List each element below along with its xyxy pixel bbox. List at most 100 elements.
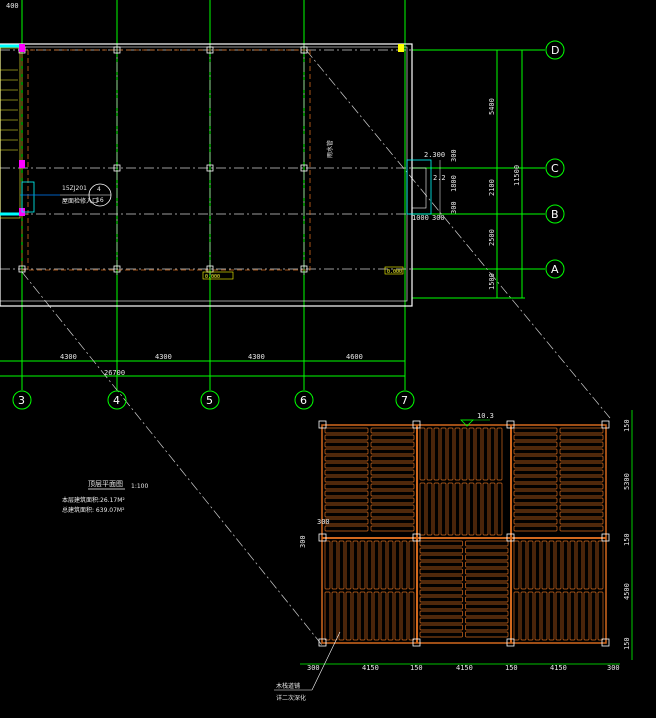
drawing-title: 顶层平面图 — [88, 480, 123, 488]
deck-plank — [559, 427, 604, 434]
deck-plank — [559, 469, 604, 476]
deck-plank — [370, 434, 415, 441]
deck-plank — [465, 540, 509, 547]
axis-label-7: 7 — [401, 394, 408, 407]
deck-plank — [331, 540, 338, 590]
drawing-scale: 1:100 — [131, 483, 148, 490]
deck-plank — [513, 476, 558, 483]
deck-dimension-lines — [300, 410, 633, 665]
deck-plank — [345, 540, 352, 590]
deck-plank — [465, 554, 509, 561]
right-axis-bubbles — [545, 40, 565, 279]
deck-plank — [370, 511, 415, 518]
dim-bottom-2: 4300 — [155, 353, 172, 361]
deck-plank — [520, 540, 527, 590]
deck-bottom-dim-1: 300 — [307, 664, 320, 672]
deck-plank — [380, 591, 387, 641]
deck-plank — [513, 441, 558, 448]
deck-plank — [324, 483, 369, 490]
deck-top-mark: 10.3 — [477, 412, 494, 420]
deck-plank — [324, 490, 369, 497]
deck-note-2: 详二次深化 — [276, 694, 306, 702]
deck-plank — [454, 427, 461, 481]
deck-plank — [465, 603, 509, 610]
window-dim-side-c: 300 — [450, 201, 458, 214]
deck-plank — [370, 462, 415, 469]
deck-plank — [559, 504, 604, 511]
deck-plank — [513, 434, 558, 441]
deck-plank — [465, 582, 509, 589]
axis-label-B: B — [551, 208, 559, 221]
building-outline — [0, 43, 413, 307]
deck-plank — [559, 434, 604, 441]
deck-plank — [562, 540, 569, 590]
ref-code: 15ZJ201 — [62, 185, 87, 192]
deck-plank — [576, 540, 583, 590]
deck-plank — [548, 540, 555, 590]
deck-plank — [559, 518, 604, 525]
deck-plank — [465, 575, 509, 582]
deck-right-dim-2: 5300 — [623, 473, 631, 490]
deck-plank — [559, 448, 604, 455]
deck-plank — [597, 540, 604, 590]
deck-plank — [324, 427, 369, 434]
deck-plank — [419, 603, 463, 610]
deck-plank — [408, 591, 415, 641]
roof-inner-outline — [21, 49, 311, 271]
deck-bottom-dims: 300 4150 150 4150 150 4150 300 — [307, 664, 620, 672]
deck-plank — [590, 540, 597, 590]
deck-plank — [419, 596, 463, 603]
deck-plank — [562, 591, 569, 641]
deck-left-dim-b: 300 — [299, 535, 307, 548]
deck-plank — [468, 427, 475, 481]
deck-plank — [370, 497, 415, 504]
deck-plank — [419, 540, 463, 547]
deck-plank — [352, 591, 359, 641]
deck-plank — [370, 455, 415, 462]
deck-plank — [419, 554, 463, 561]
deck-plank — [324, 441, 369, 448]
deck-plank — [513, 462, 558, 469]
deck-plank — [513, 427, 558, 434]
deck-plank — [408, 540, 415, 590]
deck-bottom-dim-7: 300 — [607, 664, 620, 672]
deck-bottom-dim-3: 150 — [410, 664, 423, 672]
deck-plank — [359, 540, 366, 590]
dim-right-4: 1500 — [488, 273, 496, 290]
deck-plank — [559, 511, 604, 518]
deck-plank — [559, 441, 604, 448]
axis-label-C: C — [551, 162, 559, 175]
deck-plank — [419, 575, 463, 582]
deck-plank — [468, 482, 475, 536]
deck-plank — [370, 427, 415, 434]
deck-plank — [324, 511, 369, 518]
deck-plank — [513, 483, 558, 490]
deck-plank — [419, 582, 463, 589]
deck-plank — [401, 540, 408, 590]
dim-total: 26700 — [104, 369, 125, 377]
deck-right-dim-5: 150 — [623, 637, 631, 650]
right-dimensions: 5400 2100 2500 1500 11500 — [488, 98, 521, 290]
deck-plank — [496, 482, 503, 536]
deck-plank — [387, 591, 394, 641]
deck-plank — [475, 427, 482, 481]
deck-plank — [576, 591, 583, 641]
deck-right-dim-1: 150 — [623, 419, 631, 432]
horizontal-grid-extensions — [0, 49, 545, 377]
dim-right-1: 5400 — [488, 98, 496, 115]
deck-bottom-dim-5: 150 — [505, 664, 518, 672]
axis-label-A: A — [551, 263, 559, 276]
deck-plank — [447, 482, 454, 536]
deck-plank — [370, 476, 415, 483]
deck-plank — [338, 540, 345, 590]
left-stair-element — [0, 44, 60, 219]
deck-plank — [324, 518, 369, 525]
deck-plank — [541, 591, 548, 641]
deck-plank — [590, 591, 597, 641]
deck-plank — [394, 540, 401, 590]
deck-plank — [527, 591, 534, 641]
deck-plank — [401, 591, 408, 641]
deck-plank — [465, 631, 509, 638]
deck-left-dim-a: 300 — [317, 518, 330, 526]
